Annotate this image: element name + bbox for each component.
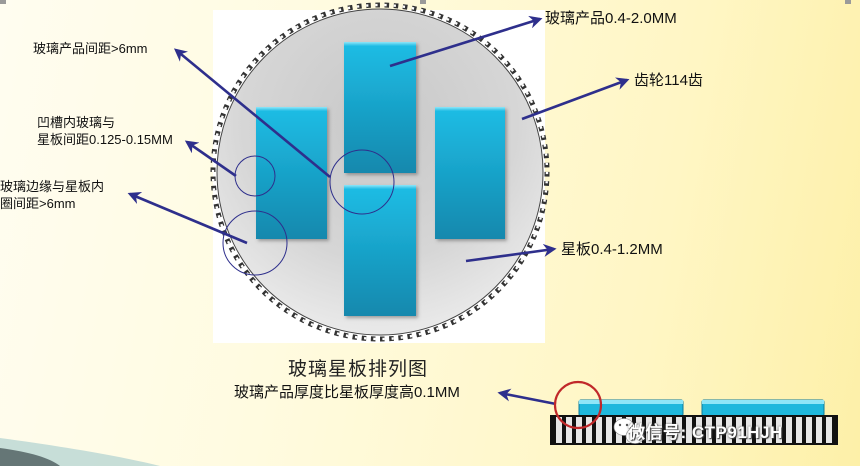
label-glass-product: 玻璃产品0.4-2.0MM xyxy=(545,10,677,27)
label-edge-gap-line1: 玻璃边缘与星板内 xyxy=(0,179,105,194)
label-glass-spacing: 玻璃产品间距>6mm xyxy=(33,41,148,56)
corner-mark xyxy=(0,0,6,4)
label-edge-gap-line2: 圈间距>6mm xyxy=(0,196,76,211)
watermark: 微信号: CTP91HJH xyxy=(628,423,783,442)
label-groove-gap-line1: 凹槽内玻璃与 xyxy=(37,115,116,130)
corner-mark xyxy=(420,0,426,4)
corner-mark xyxy=(845,0,851,4)
label-gear-teeth: 齿轮114齿 xyxy=(634,72,703,89)
diagram-panel xyxy=(213,10,545,343)
label-star-plate: 星板0.4-1.2MM xyxy=(561,241,663,258)
label-groove-gap-line2: 星板间距0.125-0.15MM xyxy=(37,132,173,147)
diagram-title: 玻璃星板排列图 xyxy=(288,358,429,380)
diagram-subtitle: 玻璃产品厚度比星板厚度高0.1MM xyxy=(234,384,460,401)
